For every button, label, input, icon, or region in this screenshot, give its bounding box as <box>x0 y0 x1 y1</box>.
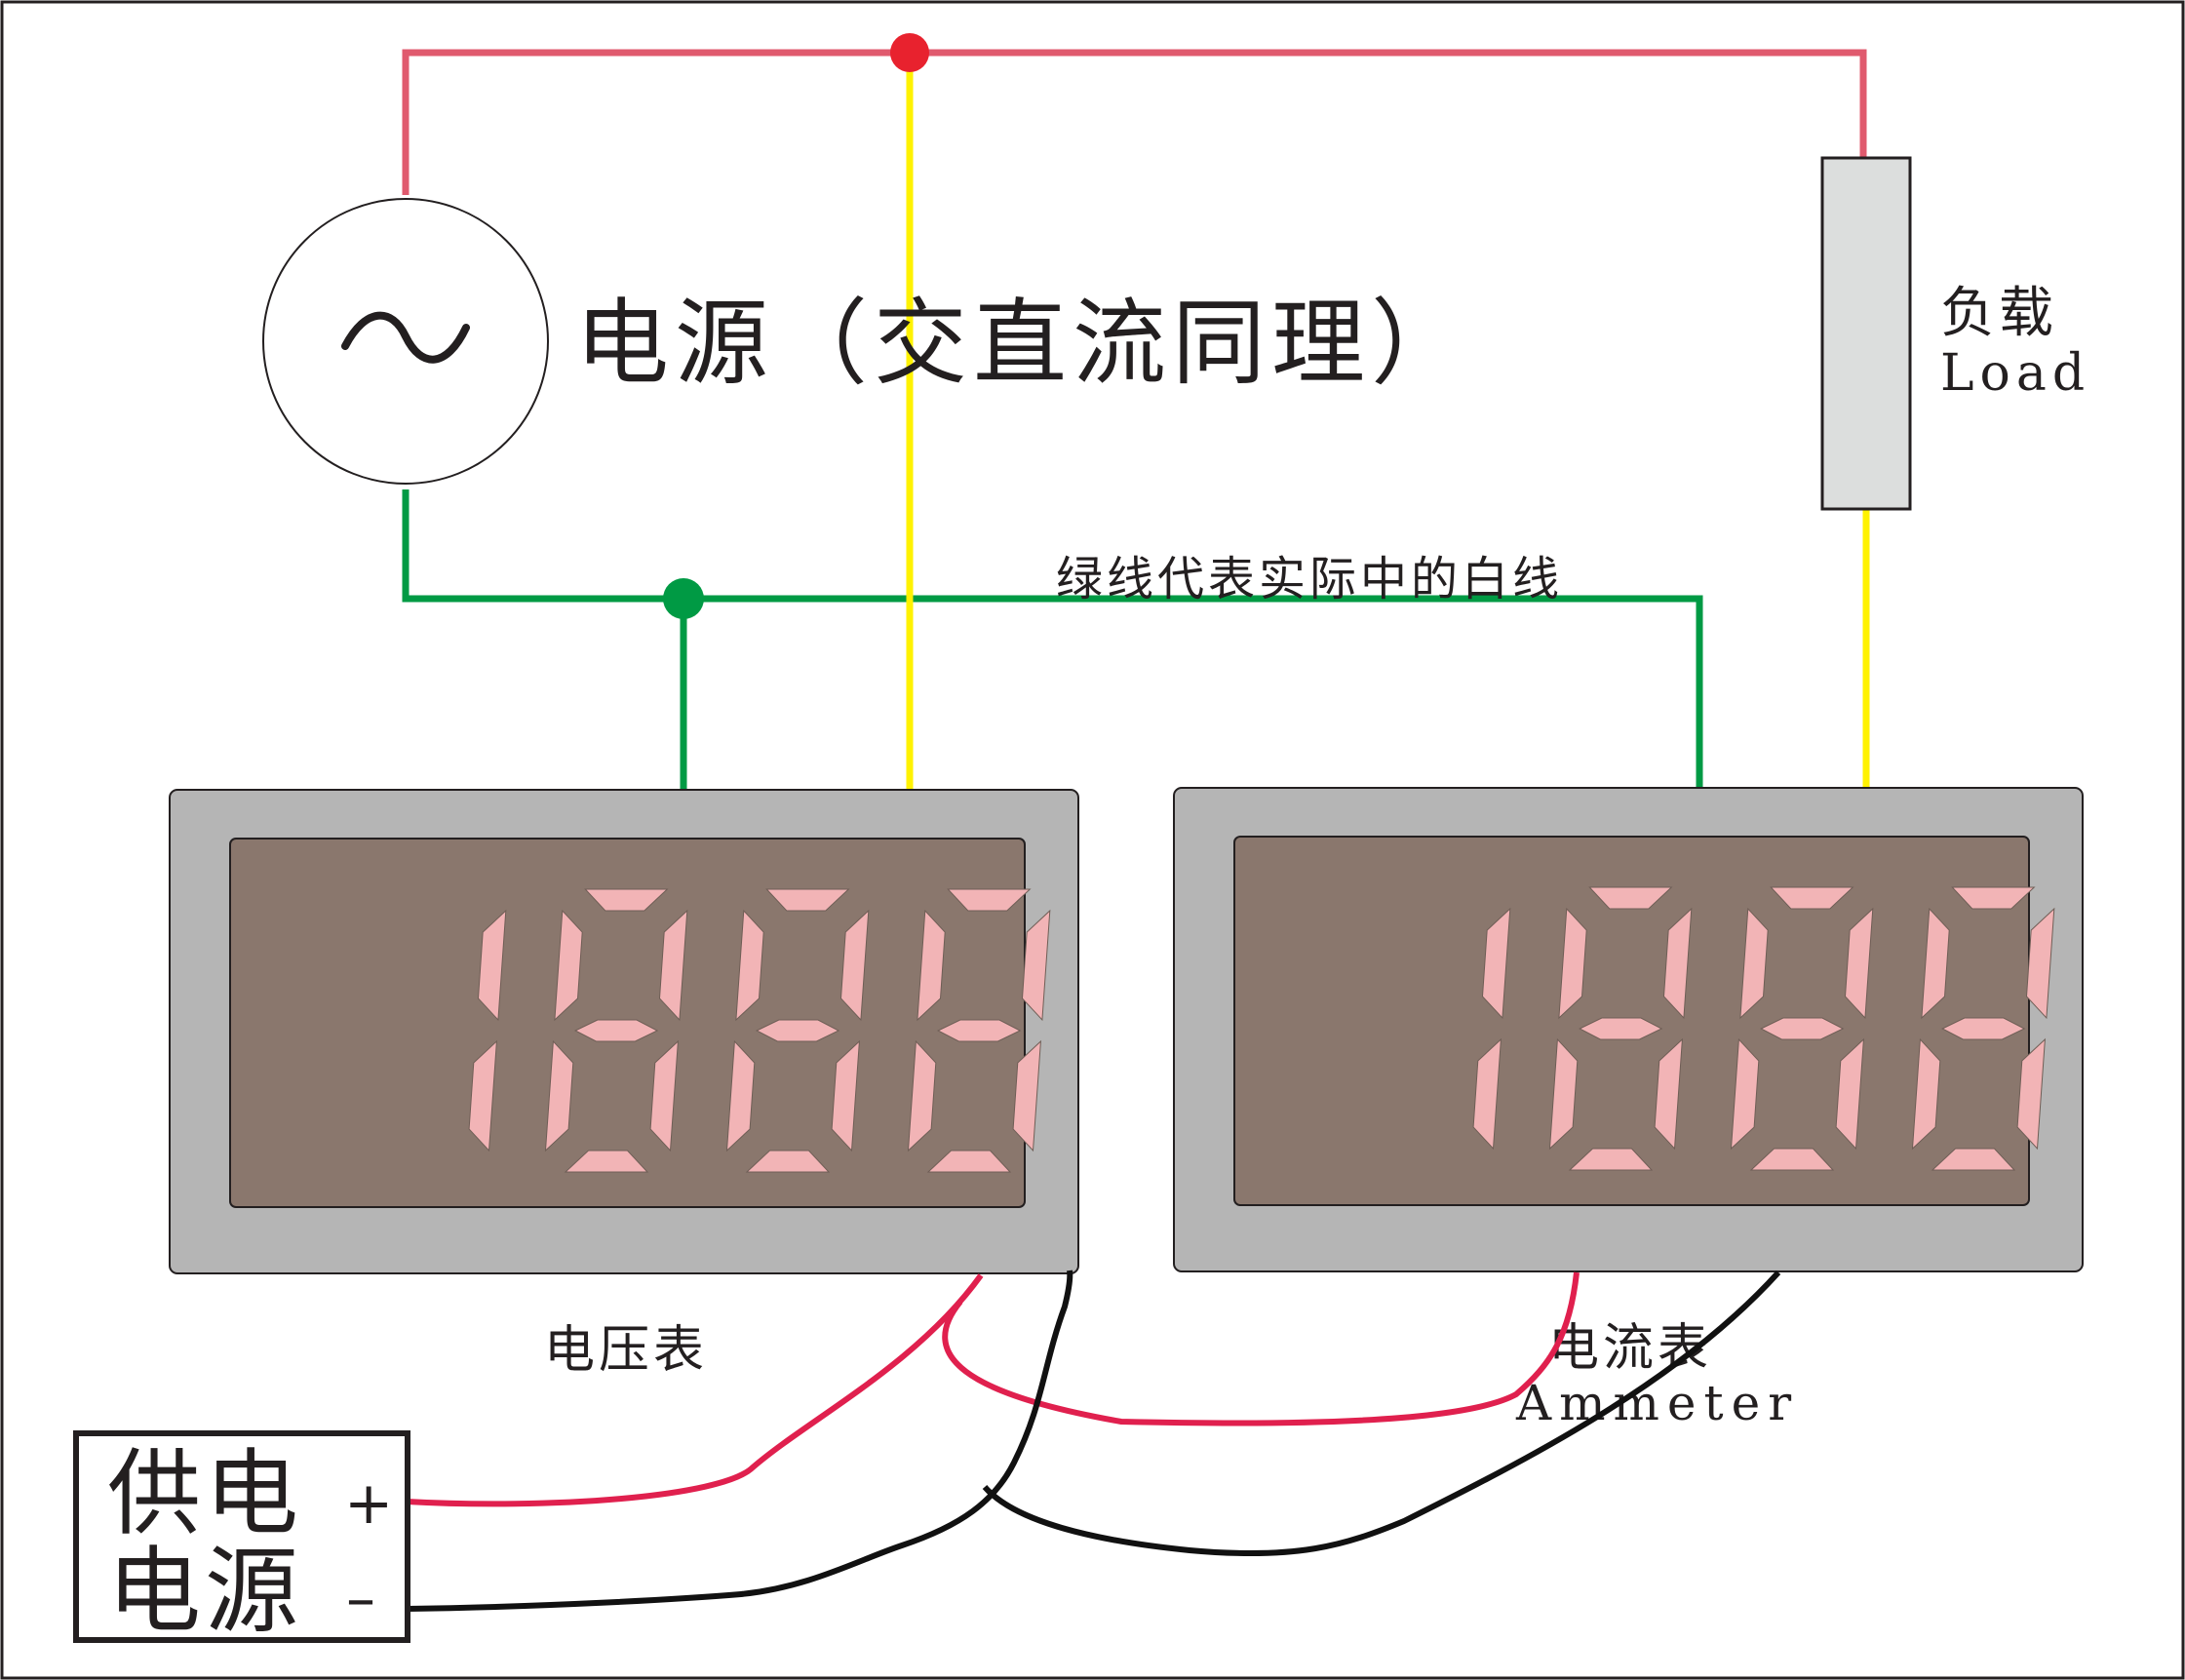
voltmeter-digit-2-segment-c <box>649 1039 679 1153</box>
supply-box-frame <box>73 1430 410 1643</box>
ammeter-digit-2-segment-b <box>1662 907 1693 1020</box>
voltmeter-digit-4-segment-e <box>907 1039 937 1153</box>
ammeter-digit-4-segment-b <box>2025 907 2055 1020</box>
load-label-en: Load <box>1940 344 2090 403</box>
ammeter-digit-4-segment-e <box>1911 1037 1941 1151</box>
supply-red-wire-1 <box>406 1273 984 1507</box>
green-return-wire <box>402 489 1703 801</box>
ammeter-digit-2-segment-c <box>1654 1037 1683 1151</box>
ammeter-digit-3-segment-a <box>1770 886 1854 910</box>
voltmeter-digit-2-segment-f <box>554 909 583 1022</box>
voltmeter <box>169 789 1079 1274</box>
supply-minus-sign: – <box>346 1565 375 1633</box>
power-supply-box <box>73 1430 410 1643</box>
ac-source <box>262 198 549 485</box>
load-label-cn: 负载 <box>1940 282 2057 345</box>
supply-red-wire-2 <box>942 1271 1580 1426</box>
ammeter-digit-3-segment-f <box>1739 907 1769 1020</box>
ammeter-label-en: Ammeter <box>1515 1375 1799 1431</box>
red-junction <box>890 33 929 72</box>
ammeter-digit-3-segment-c <box>1835 1037 1864 1151</box>
voltmeter-digit-2-segment-g <box>573 1019 659 1042</box>
ammeter-label-cn: 电流表 <box>1548 1319 1712 1378</box>
ammeter-digit-2-segment-g <box>1579 1017 1663 1040</box>
ammeter-digit-4-segment-c <box>2016 1037 2046 1151</box>
voltmeter-digit-3-segment-f <box>735 909 764 1022</box>
voltmeter-digit-1-segment-b <box>477 909 507 1022</box>
voltmeter-digit-3-segment-c <box>831 1039 860 1153</box>
voltmeter-digit-3-segment-e <box>725 1039 756 1153</box>
supply-black-wire-2 <box>982 1270 1781 1557</box>
power-source-label: 电源（交直流同理） <box>575 289 1470 398</box>
ammeter-digit-1-segment-b <box>1481 907 1511 1020</box>
ammeter-digits <box>1472 886 2055 1171</box>
voltmeter-digit-3-segment-g <box>755 1019 840 1042</box>
ammeter-digit-4-segment-f <box>1921 907 1950 1020</box>
red-source-wire <box>402 49 1867 195</box>
voltmeter-digit-4-segment-b <box>1021 909 1051 1022</box>
voltmeter-digit-4-segment-f <box>917 909 946 1022</box>
supply-black-wire-1 <box>406 1270 1073 1612</box>
voltmeter-digit-2-segment-d <box>564 1150 649 1173</box>
ammeter-digit-4-segment-d <box>1931 1148 2016 1171</box>
ammeter-digit-2-segment-a <box>1588 886 1673 910</box>
ammeter <box>1173 787 2084 1272</box>
supply-label-line1: 供电 <box>107 1439 302 1548</box>
ammeter-digit-4-segment-g <box>1941 1017 2026 1040</box>
ammeter-digit-4-segment-a <box>1951 886 2036 910</box>
ammeter-digit-3-segment-b <box>1844 907 1874 1020</box>
green-junction <box>663 578 704 619</box>
voltmeter-digits <box>468 888 1051 1173</box>
voltmeter-digit-3-segment-d <box>745 1150 831 1173</box>
voltmeter-digit-2-segment-a <box>584 888 669 912</box>
voltmeter-label: 电压表 <box>544 1321 708 1380</box>
voltmeter-digit-3-segment-a <box>765 888 850 912</box>
voltmeter-digit-4-segment-g <box>936 1019 1022 1042</box>
ammeter-digit-3-segment-d <box>1749 1148 1835 1171</box>
voltmeter-digit-2-segment-e <box>544 1039 574 1153</box>
ammeter-digit-2-segment-e <box>1548 1037 1579 1151</box>
ammeter-digit-3-segment-e <box>1730 1037 1760 1151</box>
ac-wave-icon <box>341 311 470 364</box>
voltmeter-digit-4-segment-c <box>1012 1039 1041 1153</box>
voltmeter-digit-3-segment-b <box>839 909 870 1022</box>
voltmeter-digit-2-segment-b <box>658 909 688 1022</box>
supply-plus-sign: + <box>344 1469 393 1538</box>
voltmeter-digit-4-segment-a <box>947 888 1032 912</box>
load-box <box>1820 156 1912 511</box>
ammeter-digit-3-segment-g <box>1760 1017 1845 1040</box>
supply-label-line2: 电源 <box>107 1537 302 1646</box>
voltmeter-digit-1-segment-c <box>468 1039 497 1153</box>
green-wire-note: 绿线代表实际中的白线 <box>1056 552 1563 606</box>
voltmeter-digit-4-segment-d <box>926 1150 1012 1173</box>
load <box>1820 156 1912 511</box>
ammeter-digit-2-segment-f <box>1558 907 1587 1020</box>
ammeter-digit-1-segment-c <box>1472 1037 1502 1151</box>
ammeter-digit-2-segment-d <box>1568 1148 1654 1171</box>
